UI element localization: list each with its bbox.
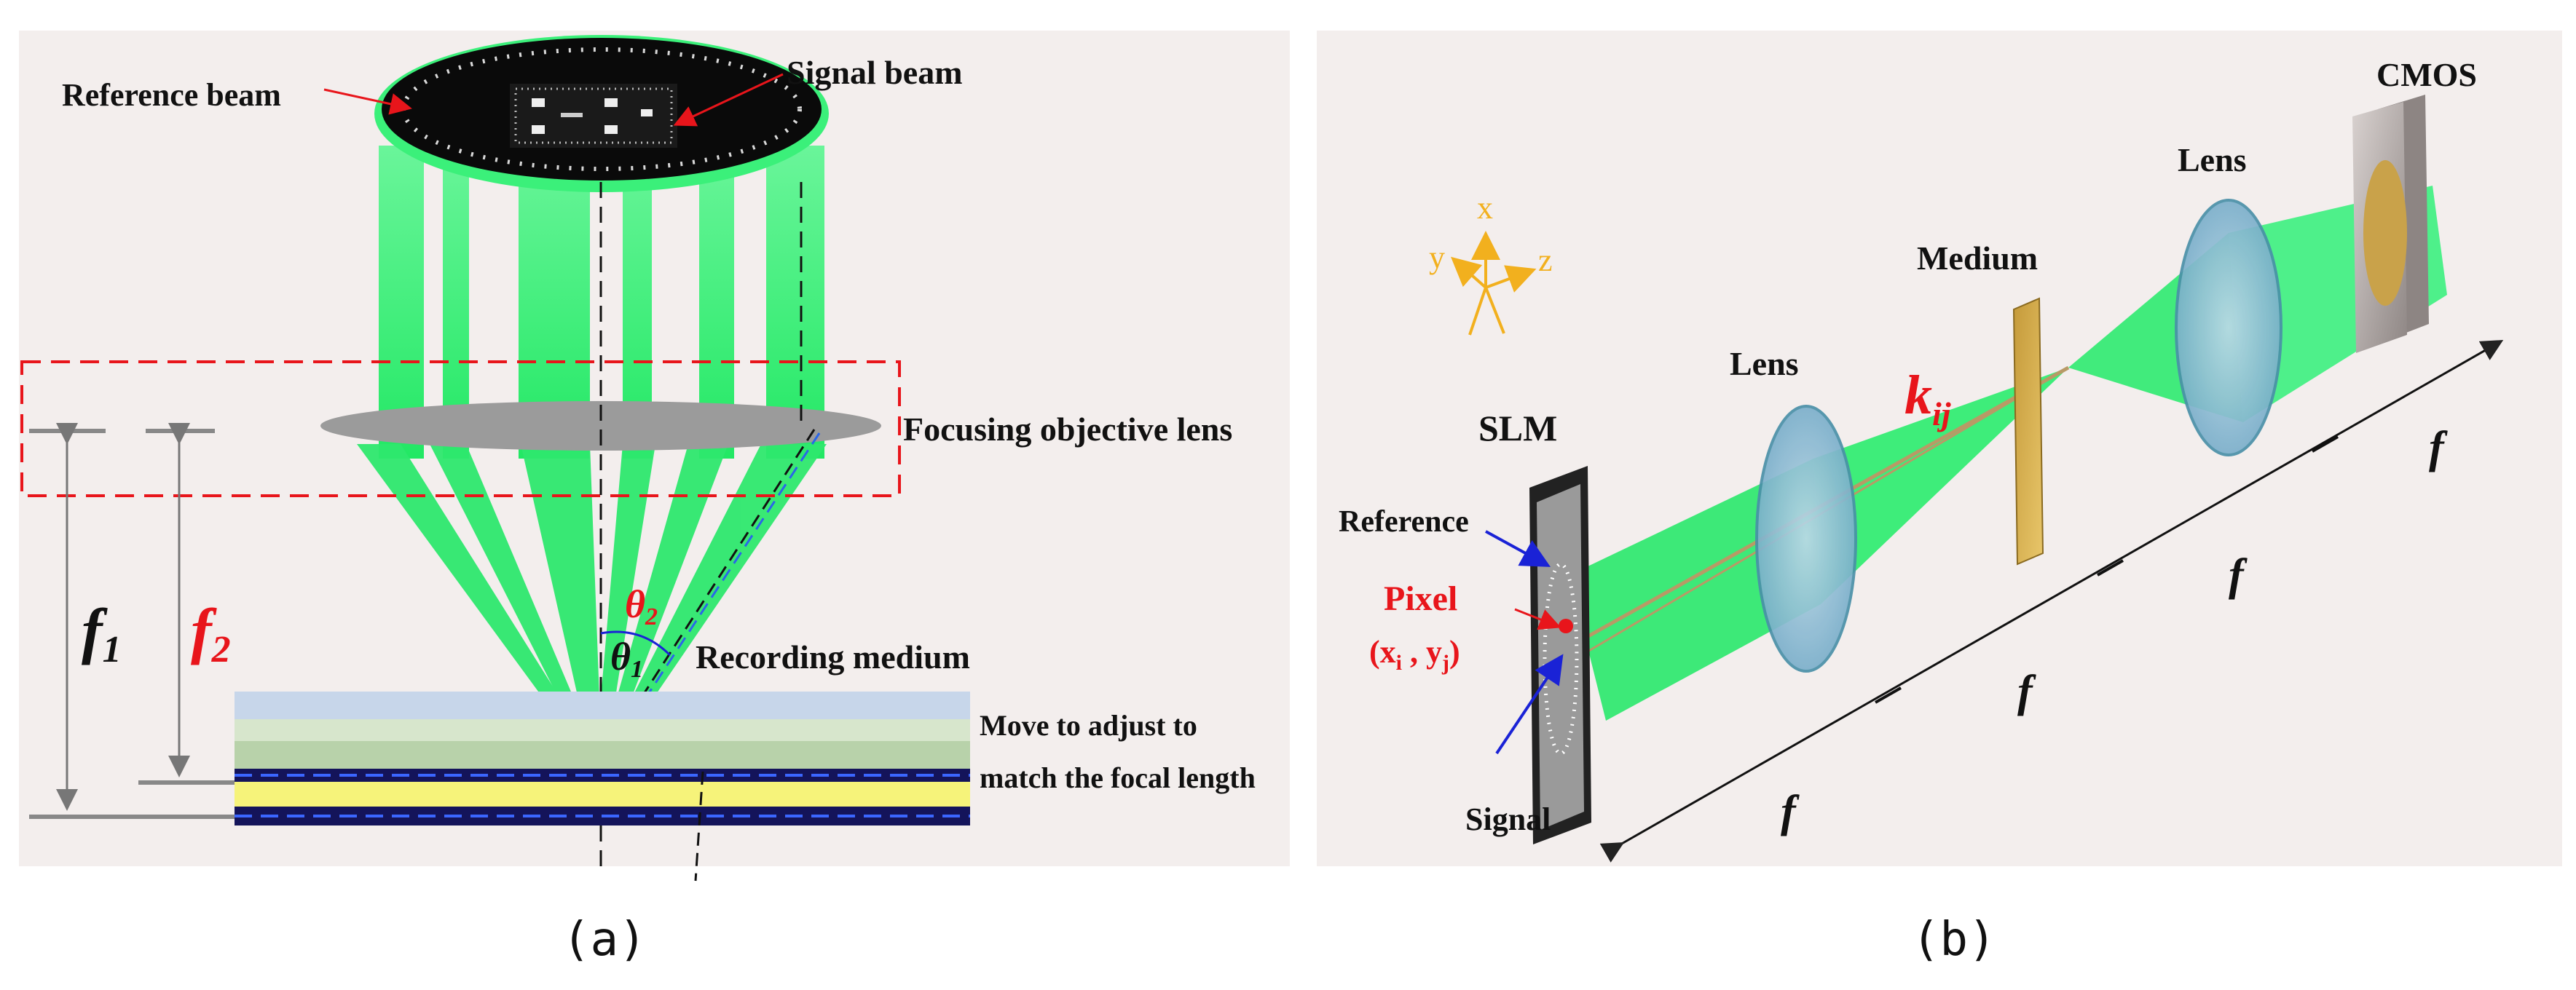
- focusing-lens-label: Focusing objective lens: [903, 411, 1232, 448]
- pixel-pointer: [1514, 608, 1561, 630]
- coordinate-axes: [1450, 231, 1537, 336]
- signal-beam-pointer: [673, 73, 784, 127]
- reference-beam-pointer: [323, 88, 412, 115]
- pixel-coordinate-label: (xi , yj): [1369, 634, 1460, 675]
- theta2-arc: [600, 630, 671, 657]
- focal-markers: [29, 423, 235, 819]
- lens-right: [2175, 199, 2282, 456]
- ray-line: [694, 771, 704, 882]
- signal-beam-label: Signal beam: [787, 54, 963, 91]
- lens-left-label: Lens: [1730, 345, 1799, 382]
- reference-beam-label: Reference beam: [62, 77, 281, 113]
- signal-label: Signal: [1465, 801, 1551, 837]
- theta2-label: θ2: [625, 582, 658, 630]
- cmos-label: CMOS: [2376, 56, 2477, 93]
- lens-highlight-box: [20, 360, 901, 497]
- caption-a: (a): [562, 913, 647, 967]
- recording-medium-layers: [235, 692, 970, 825]
- lens-left: [1755, 405, 1857, 673]
- signal-pointer: [1495, 654, 1564, 755]
- k-vector-label: kij: [1905, 365, 1951, 432]
- reference-label: Reference: [1339, 505, 1469, 539]
- recording-medium-label: Recording medium: [696, 638, 970, 676]
- ray-line-blue: [604, 432, 821, 759]
- hologram-disc: [374, 35, 829, 192]
- pixel-label: Pixel: [1384, 579, 1457, 618]
- pixel-dot: [1559, 619, 1573, 633]
- axis-z-label: z: [1538, 242, 1553, 278]
- slm-device: [1529, 466, 1591, 844]
- axis-y-label: y: [1429, 239, 1445, 275]
- distance-line: [1599, 340, 2504, 863]
- lens-right-label: Lens: [2178, 141, 2247, 178]
- focusing-objective-lens: [320, 401, 881, 451]
- move-adjust-label-2: match the focal length: [980, 761, 1256, 794]
- ray-line: [602, 429, 816, 758]
- slm-label: SLM: [1478, 408, 1557, 448]
- panel-a: Reference beam Signal beam Focusing obje…: [19, 31, 1290, 882]
- reference-pointer: [1485, 530, 1551, 567]
- f1-label: f1: [82, 595, 122, 670]
- medium-plate: [2012, 297, 2044, 566]
- cmos-sensor: [2352, 95, 2429, 353]
- move-adjust-label-1: Move to adjust to: [980, 709, 1197, 742]
- medium-label: Medium: [1917, 239, 2038, 277]
- panel-b: x y z CMOS Lens Medium Lens SLM kij Refe…: [1317, 31, 2562, 866]
- theta1-label: θ1: [610, 635, 643, 683]
- axis-x-label: x: [1477, 190, 1493, 226]
- caption-b: (b): [1912, 913, 1996, 967]
